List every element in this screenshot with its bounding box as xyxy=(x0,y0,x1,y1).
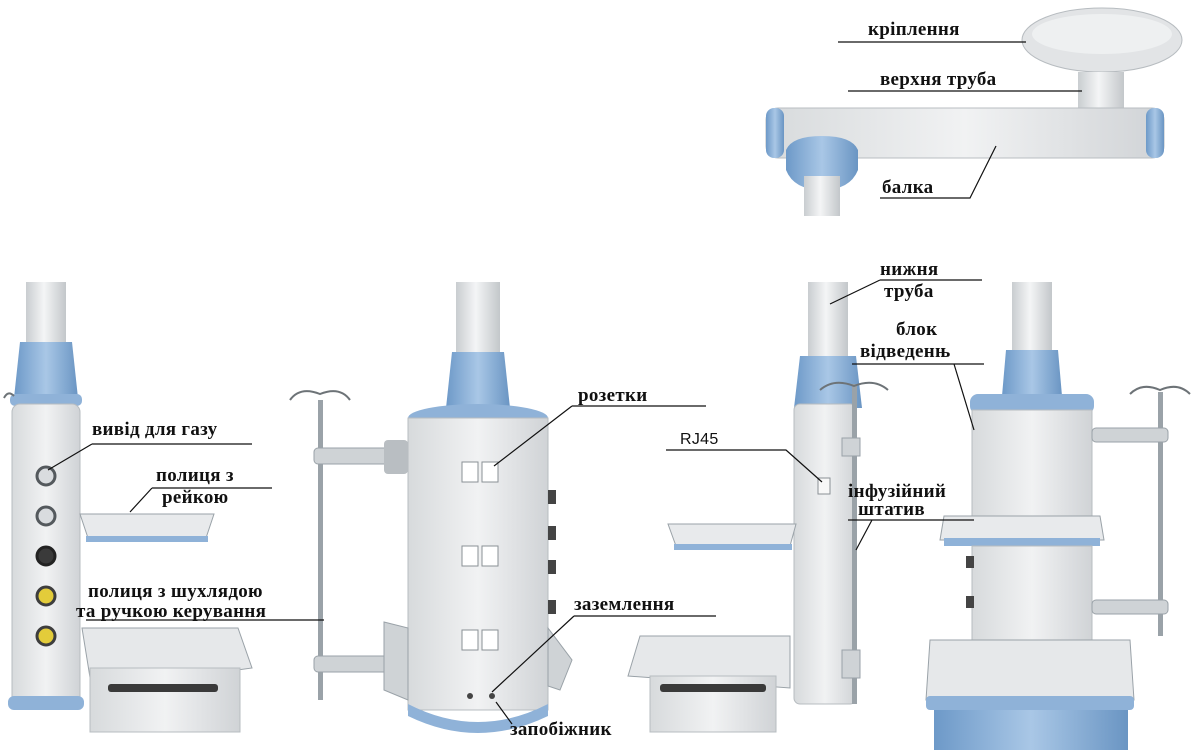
leader-sockets xyxy=(493,405,706,467)
label-rail-shelf-line1: полиця з xyxy=(156,465,234,486)
label-mount: кріплення xyxy=(868,19,960,40)
label-lower-tube-line2: труба xyxy=(884,281,934,302)
infusion-pole-side xyxy=(852,384,857,704)
label-grounding: заземлення xyxy=(574,594,675,615)
leader-block xyxy=(852,363,984,431)
socket[interactable] xyxy=(481,545,499,567)
branch-block xyxy=(971,409,1093,521)
socket[interactable] xyxy=(461,629,479,651)
gas-outlet-3[interactable] xyxy=(35,545,57,567)
gas-outlet-5[interactable] xyxy=(35,625,57,647)
rj45-port[interactable] xyxy=(817,477,831,495)
label-drawer-shelf-line2: та ручкою керування xyxy=(76,601,267,622)
label-drawer-shelf-line1: полиця з шухлядою xyxy=(88,581,263,602)
label-rj45: RJ45 xyxy=(680,431,719,448)
leader-lower-tube xyxy=(829,279,982,305)
socket[interactable] xyxy=(461,545,479,567)
gas-outlet-1[interactable] xyxy=(35,465,57,487)
label-lower-tube-line1: нижня xyxy=(880,259,939,280)
label-infusion-line2: штатив xyxy=(858,499,925,520)
pendant-side-view xyxy=(3,282,253,733)
fuse-holder[interactable] xyxy=(489,693,495,699)
pendant-front-view xyxy=(289,282,573,733)
socket[interactable] xyxy=(481,461,499,483)
leader-rj45 xyxy=(666,449,823,483)
leader-infusion xyxy=(848,519,974,551)
gas-outlet-2[interactable] xyxy=(35,505,57,527)
gas-outlets xyxy=(35,465,57,647)
label-sockets: розетки xyxy=(578,385,648,406)
label-gas-outlet: вивід для газу xyxy=(92,419,218,440)
label-block-line2: відведенњ xyxy=(860,341,951,362)
label-fuse: запобіжник xyxy=(510,719,612,740)
label-block-line1: блок xyxy=(896,319,938,340)
leader-fuse xyxy=(495,701,513,725)
socket[interactable] xyxy=(461,461,479,483)
label-beam: балка xyxy=(882,177,934,198)
ceiling-assembly xyxy=(765,7,1183,216)
socket[interactable] xyxy=(481,629,499,651)
pendant-side-view-2 xyxy=(627,282,889,733)
leader-gas xyxy=(47,443,252,471)
label-rail-shelf-line2: рейкою xyxy=(162,487,229,508)
leader-lines xyxy=(47,41,1082,725)
label-infusion-line1: інфузійний xyxy=(848,481,947,502)
upper-tube xyxy=(1078,72,1124,112)
leader-rail-shelf xyxy=(129,487,272,513)
pendant-back-view xyxy=(925,282,1191,750)
grounding-terminal[interactable] xyxy=(467,693,473,699)
label-upper-tube: верхня труба xyxy=(880,69,997,90)
infusion-pole-front xyxy=(318,400,323,700)
infusion-pole-back xyxy=(1158,392,1163,636)
power-sockets xyxy=(461,461,499,651)
gas-outlet-4[interactable] xyxy=(35,585,57,607)
leader-grounding xyxy=(491,615,716,693)
rail-shelf-side xyxy=(79,513,215,539)
upper-lower-tube xyxy=(804,176,840,216)
leader-beam xyxy=(880,145,997,199)
